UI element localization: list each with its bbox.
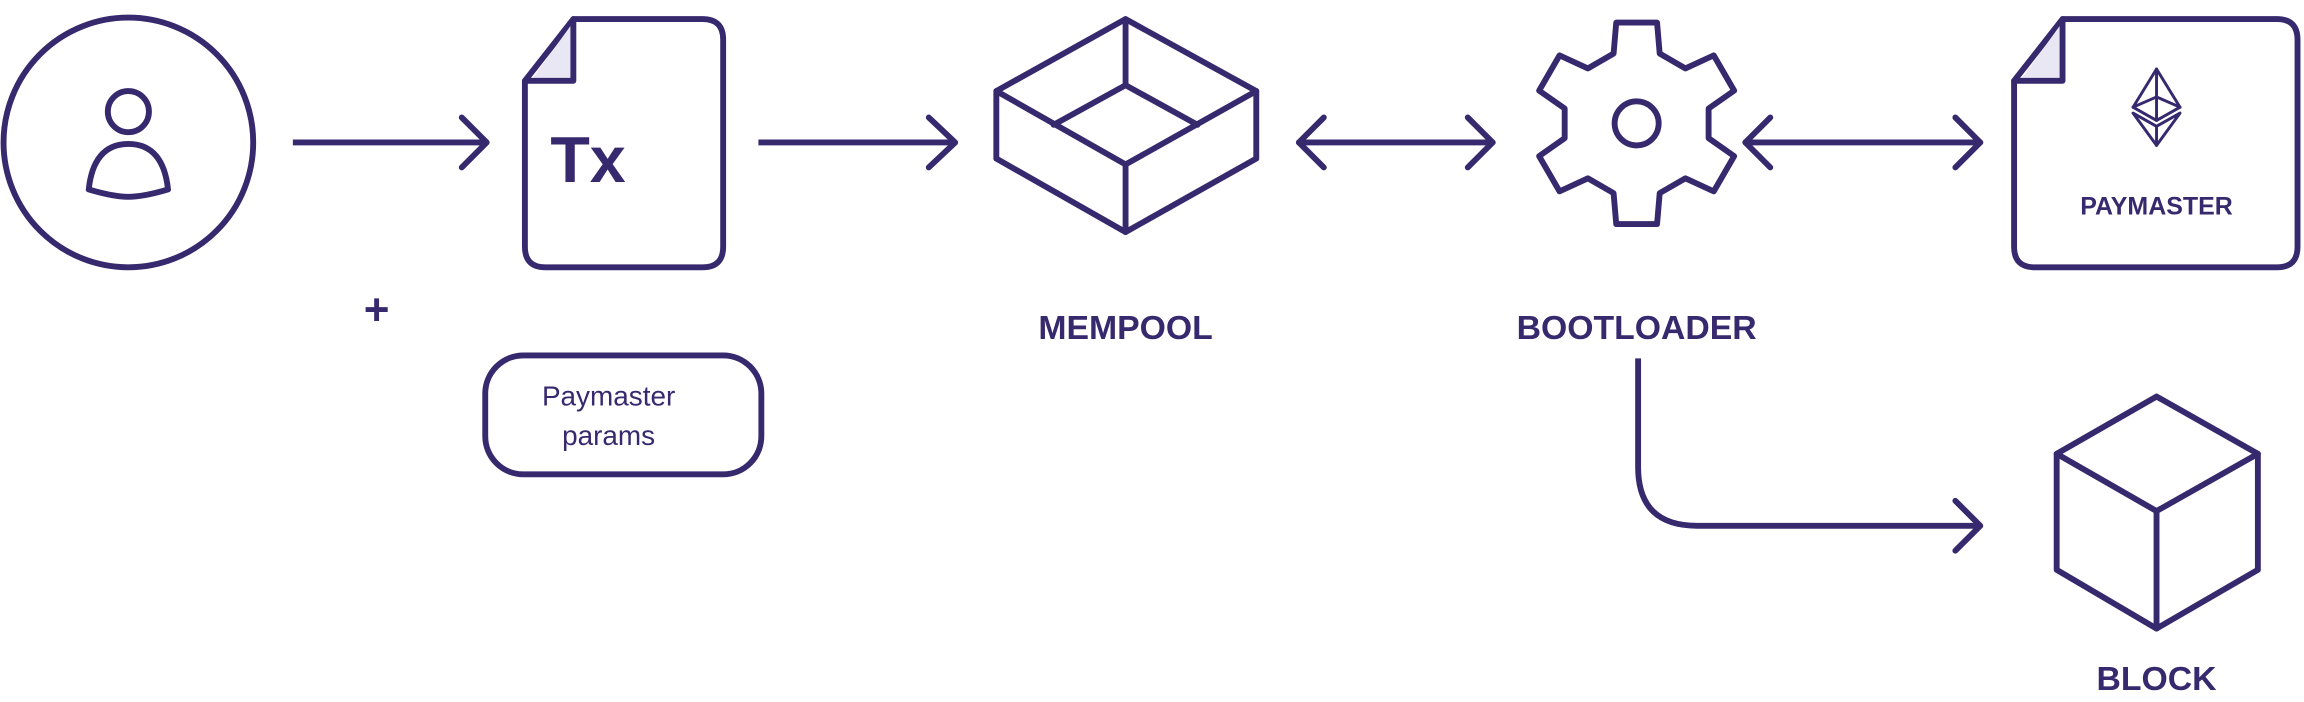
paymaster-params-box: Paymaster params bbox=[482, 352, 765, 478]
mempool-label: MEMPOOL bbox=[1038, 309, 1212, 347]
paymaster-label: PAYMASTER bbox=[2080, 192, 2233, 220]
arrow-mempool-bootloader bbox=[1295, 114, 1496, 171]
user-circle bbox=[0, 14, 257, 271]
tx-document: Tx bbox=[521, 16, 727, 271]
arrow-bootloader-paymaster bbox=[1742, 114, 1984, 171]
paymaster-params-line2: params bbox=[562, 420, 655, 451]
ethereum-icon bbox=[2131, 67, 2182, 147]
block-node: BLOCK bbox=[2053, 393, 2261, 698]
user-icon bbox=[85, 88, 171, 200]
bootloader-label: BOOTLOADER bbox=[1517, 309, 1757, 347]
gear-icon bbox=[1536, 19, 1738, 228]
arrow-tx-to-mempool bbox=[758, 114, 959, 171]
block-label: BLOCK bbox=[2097, 660, 2218, 698]
tx-label: Tx bbox=[550, 124, 625, 196]
user-node bbox=[0, 14, 257, 271]
cube-icon bbox=[2053, 393, 2261, 632]
paymaster-node: PAYMASTER bbox=[2011, 16, 2301, 271]
paymaster-params-line1: Paymaster bbox=[542, 380, 675, 411]
page-fold bbox=[2019, 22, 2063, 81]
arrow-bootloader-to-block bbox=[1635, 358, 1984, 554]
mempool-node: MEMPOOL bbox=[993, 16, 1260, 347]
open-box-icon bbox=[993, 16, 1260, 235]
arrow-user-to-tx bbox=[292, 114, 490, 171]
bootloader-node: BOOTLOADER bbox=[1517, 19, 1757, 347]
plus-sign: + bbox=[364, 286, 390, 335]
